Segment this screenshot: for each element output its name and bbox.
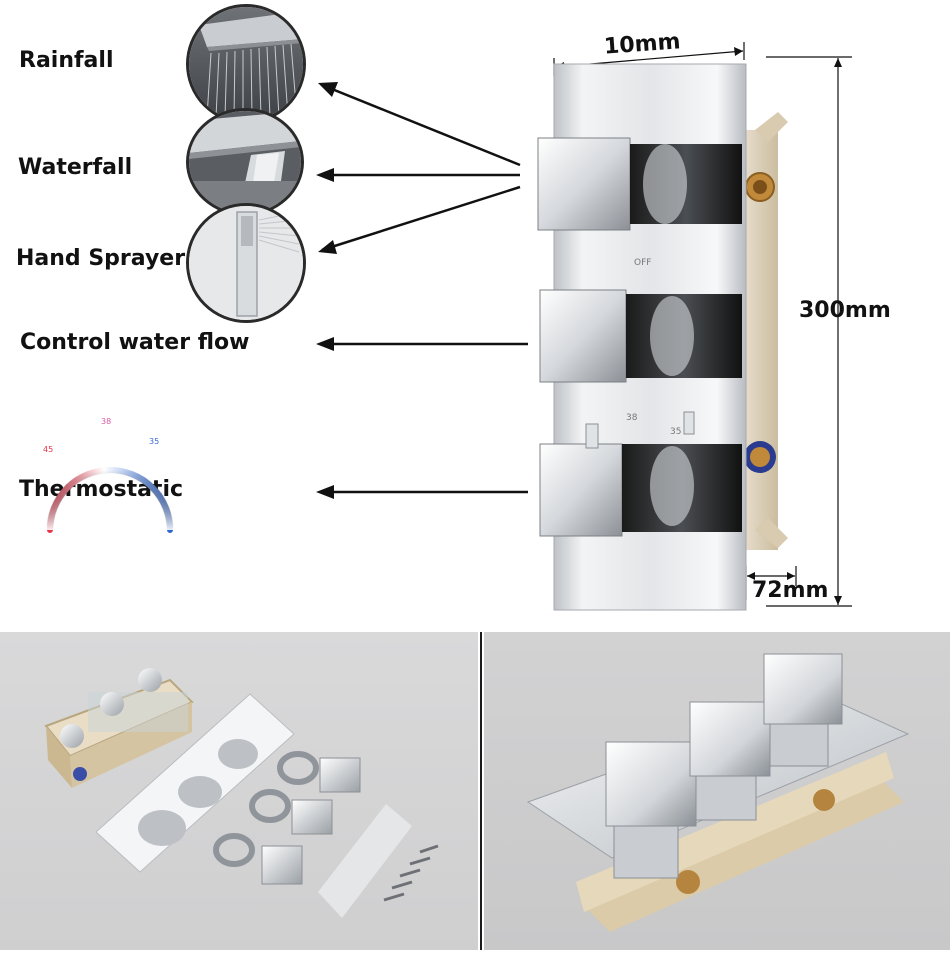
waterfall-image bbox=[186, 108, 304, 216]
assembled-photo-panel bbox=[484, 632, 950, 950]
arrowhead-control-water-flow bbox=[316, 337, 334, 351]
faceplate-illustration: OFF 38 35 30 bbox=[537, 63, 788, 611]
gauge-label-38: 38 bbox=[101, 417, 112, 426]
width-dimension-label: 10mm bbox=[603, 29, 682, 60]
arrow-rainfall bbox=[321, 83, 521, 167]
parts-illustration bbox=[44, 668, 439, 918]
arrowhead-hand-sprayer bbox=[318, 240, 337, 254]
height-dimension-label: 300mm bbox=[799, 298, 891, 323]
mark-35: 35 bbox=[670, 427, 681, 437]
mark-38: 38 bbox=[626, 413, 638, 423]
arrowhead-thermostatic bbox=[316, 485, 334, 499]
panel-divider bbox=[478, 632, 484, 950]
gauge-label-35: 35 bbox=[149, 437, 160, 446]
faceplate-product: OFF 38 35 30 bbox=[520, 60, 820, 620]
arrow-hand-sprayer bbox=[321, 185, 521, 252]
label-hand-sprayer: Hand Sprayer bbox=[16, 246, 186, 271]
assembled-illustration bbox=[526, 653, 910, 932]
depth-dimension-label: 72mm bbox=[752, 578, 829, 603]
arrows-layer bbox=[316, 42, 852, 607]
rainfall-image bbox=[186, 4, 306, 124]
rainfall-illustration bbox=[189, 7, 303, 121]
thermostatic-gauge-arc bbox=[46, 466, 174, 533]
hand-sprayer-illustration bbox=[189, 206, 303, 320]
waterfall-illustration bbox=[189, 111, 301, 213]
parts-photo-panel bbox=[0, 632, 478, 950]
hand-sprayer-image bbox=[186, 203, 306, 323]
label-control-water-flow: Control water flow bbox=[20, 330, 250, 355]
thermostatic-gauge: 45 38 35 bbox=[30, 412, 180, 542]
arrowhead-waterfall bbox=[316, 168, 334, 182]
label-rainfall: Rainfall bbox=[19, 48, 114, 73]
label-waterfall: Waterfall bbox=[18, 155, 133, 180]
off-mark: OFF bbox=[634, 258, 651, 268]
gauge-label-45: 45 bbox=[43, 445, 54, 454]
arrowhead-rainfall bbox=[318, 82, 338, 97]
